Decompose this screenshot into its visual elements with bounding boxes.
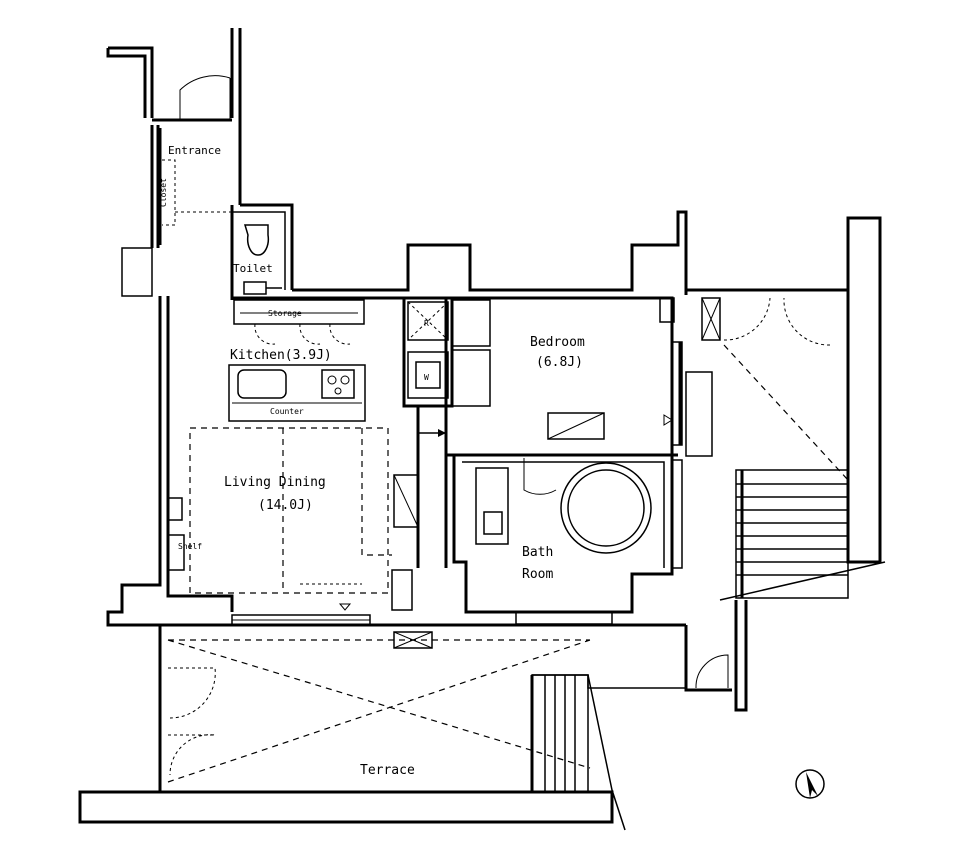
bath-room-label: Room — [522, 567, 553, 582]
terrace-label: Terrace — [360, 763, 415, 778]
kitchen-storage-label: Storage — [268, 309, 302, 318]
closet-label: Closet — [159, 178, 168, 207]
living-dining-size-label: (14.0J) — [258, 498, 313, 513]
entrance-area — [106, 28, 242, 297]
bedroom-label: Bedroom — [530, 335, 585, 350]
kitchen-upper-storage — [233, 299, 365, 325]
right-staircase — [735, 469, 849, 599]
dining-area-outline — [189, 427, 389, 594]
refrigerator-icon — [407, 301, 449, 341]
toilet-bowl-icon — [243, 224, 270, 256]
washer-icon — [407, 351, 449, 399]
bedroom — [444, 298, 713, 457]
shelf-label: Shelf — [178, 542, 202, 551]
toilet-label: Toilet — [233, 262, 273, 275]
bedroom-desk — [547, 412, 605, 440]
washer-label: W — [424, 373, 429, 382]
bath-label: Bath — [522, 545, 553, 560]
refrigerator-label: R — [424, 319, 429, 328]
living-shelf — [167, 497, 183, 521]
terrace-dashed-outline — [167, 639, 591, 783]
washbasin-icon — [475, 467, 509, 545]
top-walls — [232, 210, 688, 325]
right-balcony — [684, 216, 886, 712]
terrace-staircase — [530, 674, 686, 831]
entrance-door-swing — [179, 75, 231, 120]
terrace — [78, 625, 686, 831]
living-storage — [393, 474, 419, 528]
living-dining-label: Living Dining — [224, 475, 326, 490]
kitchen-counter — [228, 364, 366, 422]
kitchen-label: Kitchen(3.9J) — [230, 348, 332, 363]
entrance-closet — [162, 159, 176, 226]
stove-icon — [321, 369, 355, 399]
kitchen-counter-label: Counter — [270, 407, 304, 416]
kitchen-area — [228, 299, 366, 422]
vent-icon — [393, 631, 433, 649]
kitchen-sink-icon — [237, 369, 287, 399]
living-dining-room — [106, 296, 686, 627]
toilet-room — [230, 203, 294, 300]
entrance-label: Entrance — [168, 144, 221, 157]
bathtub-icon — [560, 462, 652, 554]
bedroom-size-label: (6.8J) — [536, 355, 583, 370]
north-arrow-icon — [795, 769, 825, 799]
bath-room — [452, 455, 683, 625]
